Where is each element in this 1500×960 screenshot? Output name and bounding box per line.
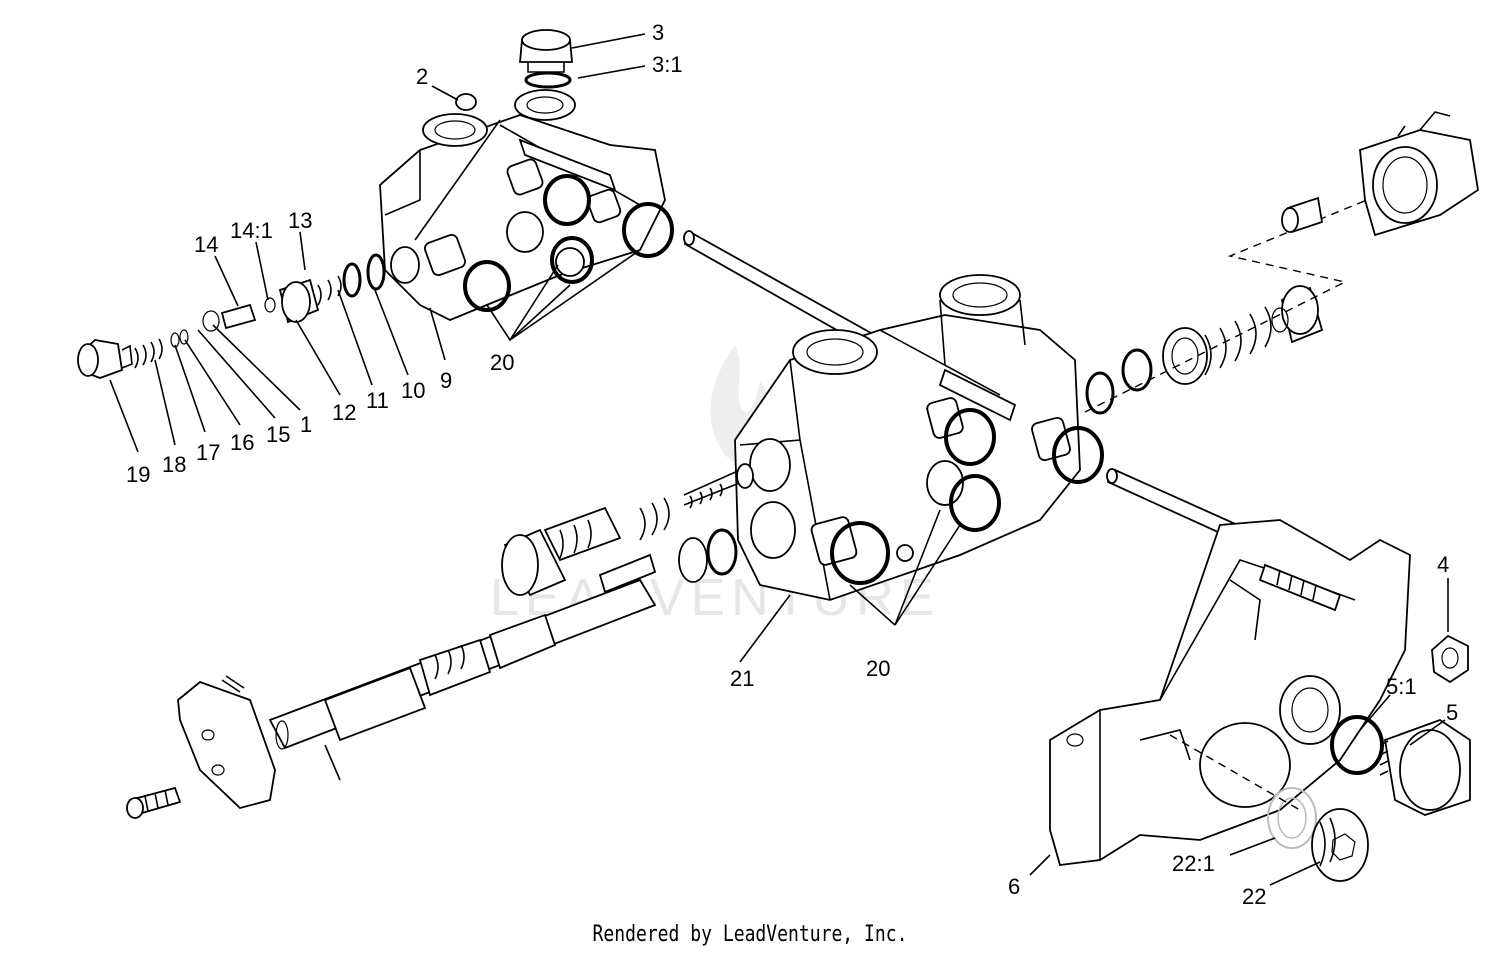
callout-11: 11 xyxy=(366,388,389,413)
relief-valve-stack xyxy=(77,253,386,379)
center-o-rings xyxy=(830,408,1104,585)
plug-22 xyxy=(1267,787,1369,882)
callout-9: 9 xyxy=(440,368,452,393)
callout-16: 16 xyxy=(230,430,254,455)
callout-22-1: 22:1 xyxy=(1172,851,1215,876)
callout-3-1: 3:1 xyxy=(652,52,683,77)
callout-13: 13 xyxy=(288,208,312,233)
center-spool-assembly xyxy=(268,463,754,781)
callout-19: 19 xyxy=(126,462,150,487)
callout-12: 12 xyxy=(332,400,356,425)
assembly-path xyxy=(1169,734,1301,811)
end-housing xyxy=(1049,519,1411,866)
upper-o-rings xyxy=(463,174,674,312)
right-spring-stack xyxy=(1084,111,1479,415)
plug-3 xyxy=(519,29,573,89)
callout-10: 10 xyxy=(401,378,425,403)
callout-21: 21 xyxy=(730,666,754,691)
callout-6: 6 xyxy=(1008,874,1020,899)
callout-14-1: 14:1 xyxy=(230,218,273,243)
linkage-bracket xyxy=(126,675,276,819)
callout-14: 14 xyxy=(194,232,218,257)
upper-valve-body xyxy=(379,89,666,321)
callout-2: 2 xyxy=(416,64,428,89)
callout-20-lower: 20 xyxy=(866,656,890,681)
callout-3: 3 xyxy=(652,20,664,45)
callout-17: 17 xyxy=(196,440,220,465)
plug-5 xyxy=(1330,715,1471,816)
callout-5-1: 5:1 xyxy=(1386,674,1417,699)
callout-22: 22 xyxy=(1242,884,1266,909)
callout-15: 15 xyxy=(266,422,290,447)
callout-18: 18 xyxy=(162,452,186,477)
footer-credit: Rendered by LeadVenture, Inc. xyxy=(592,922,908,947)
leader-lines xyxy=(109,33,1449,886)
center-valve-body xyxy=(734,274,1081,601)
callout-4: 4 xyxy=(1437,552,1449,577)
callout-5: 5 xyxy=(1446,700,1458,725)
callout-20-upper: 20 xyxy=(490,350,514,375)
callout-labels: 3 3:1 2 14 14:1 13 19 18 17 16 15 1 12 1… xyxy=(126,20,1458,909)
callout-1: 1 xyxy=(300,412,312,437)
nut-4 xyxy=(1431,634,1469,684)
